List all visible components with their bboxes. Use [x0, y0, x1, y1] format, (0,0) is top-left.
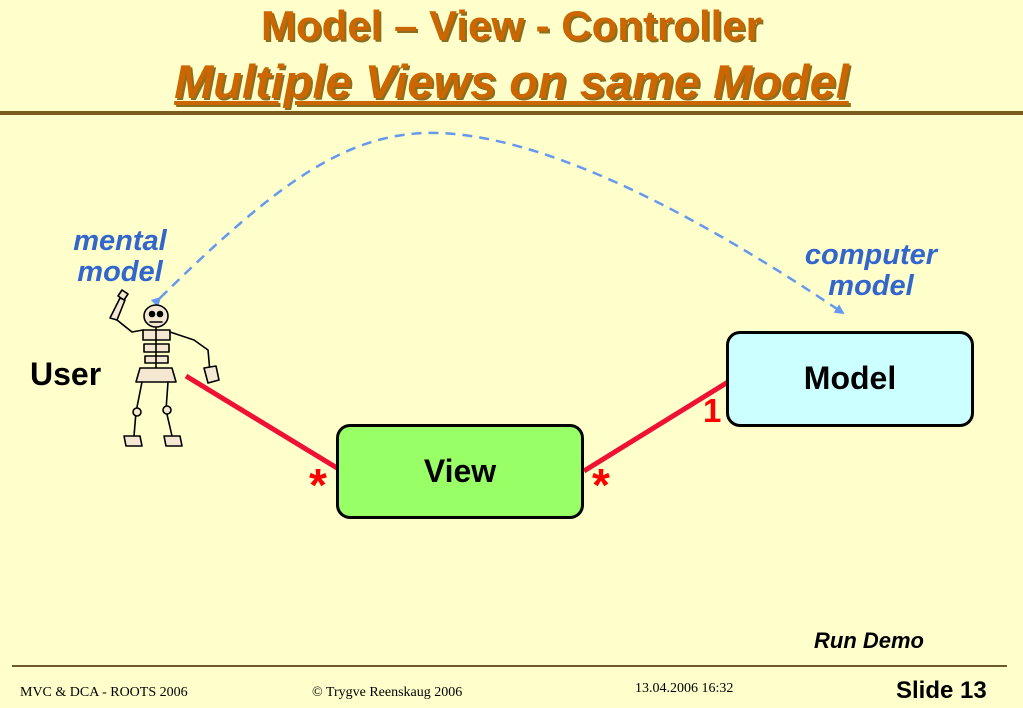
run-demo-link[interactable]: Run Demo — [814, 628, 924, 653]
dashed-relation-arrow — [150, 131, 845, 315]
user-label: User — [30, 356, 102, 392]
title-main: Model – View - Controller — [261, 2, 762, 49]
mental-model-label: mental model — [52, 226, 188, 288]
skeleton-figure-icon — [109, 289, 220, 447]
model-box: Model — [726, 331, 974, 427]
multiplicity-view-left: * — [309, 459, 327, 511]
footer-copyright: © Trygve Reenskaug 2006 — [312, 685, 463, 700]
slide-number: Slide 13 — [896, 677, 987, 704]
title-divider — [0, 111, 1023, 115]
footer-datetime: 13.04.2006 16:32 — [635, 681, 734, 696]
footer-course: MVC & DCA - ROOTS 2006 — [20, 685, 188, 700]
footer-divider — [12, 665, 1007, 667]
computer-model-line1: computer — [804, 239, 938, 271]
view-model-connector — [582, 379, 730, 474]
mental-model-line1: mental — [73, 225, 167, 257]
computer-model-label: computer model — [786, 240, 956, 302]
view-box: View — [336, 424, 584, 519]
user-view-connector — [184, 373, 344, 474]
multiplicity-model: 1 — [703, 392, 722, 429]
computer-model-line2: model — [828, 270, 914, 302]
multiplicity-view-right: * — [592, 459, 610, 511]
mental-model-line2: model — [77, 256, 163, 288]
title-subtitle: Multiple Views on same Model — [174, 55, 849, 108]
